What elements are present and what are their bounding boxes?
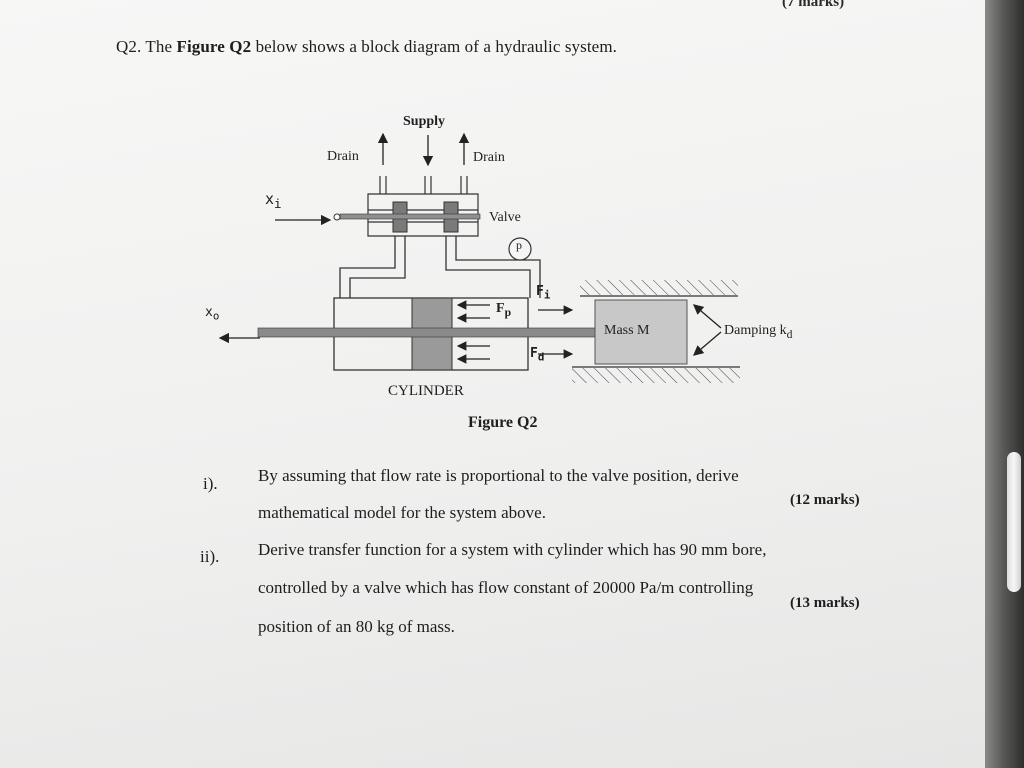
- pressure-label: p: [516, 238, 522, 252]
- input-pivot: [333, 213, 341, 221]
- mass-label: Mass M: [604, 323, 650, 338]
- fd-label: Fd: [530, 346, 544, 364]
- cylinder-label: CYLINDER: [388, 383, 464, 399]
- xo-label-var: x: [205, 305, 213, 320]
- xo-label: xo: [205, 305, 219, 323]
- xi-label-sub: i: [274, 196, 282, 211]
- top-wall-hatch: [580, 280, 738, 295]
- mass-block: [594, 299, 688, 365]
- hydraulic-pipes: [339, 236, 541, 298]
- fi-label: Fi: [536, 284, 550, 302]
- drain-right-label: Drain: [473, 150, 505, 165]
- fp-label-var: F: [496, 301, 505, 316]
- drain-left-label: Drain: [327, 149, 359, 164]
- pressure-gauge: [508, 237, 532, 261]
- valve-ports: [379, 176, 468, 194]
- question-intro-before: The: [145, 37, 173, 56]
- damping-label: Damping kd: [724, 323, 792, 341]
- item-2-line2: controlled by a valve which has flow con…: [258, 578, 754, 597]
- question-number: Q2.: [116, 37, 142, 56]
- valve-label: Valve: [489, 210, 521, 225]
- exam-paper: [0, 0, 985, 768]
- xi-label-var: x: [265, 190, 275, 208]
- fp-label: Fp: [496, 301, 511, 319]
- fd-label-sub: d: [537, 350, 545, 364]
- question-intro-after: below shows a block diagram of a hydraul…: [255, 37, 618, 56]
- item-2-number: ii).: [200, 547, 220, 566]
- valve-rod: [339, 213, 481, 220]
- xo-label-sub: o: [212, 309, 220, 323]
- hydraulic-diagram-drawing: [218, 132, 740, 383]
- figure-caption: Figure Q2: [468, 414, 538, 431]
- valve-body: [367, 193, 479, 237]
- fd-label-var: F: [530, 346, 538, 361]
- damping-arrow-top: [693, 304, 722, 329]
- hydraulic-diagram: Supply Drain Drain xi Valve p Fi xo Fp M…: [200, 110, 840, 450]
- background-desk: [985, 0, 1024, 768]
- supply-label: Supply: [403, 114, 446, 129]
- item-1-line2: mathematical model for the system above.: [258, 503, 546, 522]
- previous-marks: (7 marks): [782, 0, 845, 10]
- item-2-line1: Derive transfer function for a system wi…: [258, 540, 767, 559]
- damping-arrow-bottom: [693, 331, 722, 356]
- piston-rod: [257, 327, 596, 338]
- damping-label-var: Damping k: [724, 323, 787, 338]
- item-1-marks: (12 marks): [790, 492, 860, 508]
- damping-label-sub: d: [786, 327, 793, 341]
- item-2-marks: (13 marks): [790, 595, 860, 611]
- figure-reference: Figure Q2: [176, 37, 252, 56]
- xi-label: xi: [265, 190, 282, 211]
- item-2-line3: position of an 80 kg of mass.: [258, 617, 455, 636]
- fp-label-sub: p: [504, 305, 512, 319]
- fi-label-var: F: [536, 284, 544, 299]
- question-title: Q2. The Figure Q2 below shows a block di…: [116, 37, 617, 57]
- pen-object: [1007, 452, 1021, 592]
- fi-label-sub: i: [543, 288, 551, 302]
- item-1-number: i).: [203, 474, 218, 493]
- bottom-wall-hatch: [572, 368, 740, 383]
- item-1-line1: By assuming that flow rate is proportion…: [258, 466, 739, 485]
